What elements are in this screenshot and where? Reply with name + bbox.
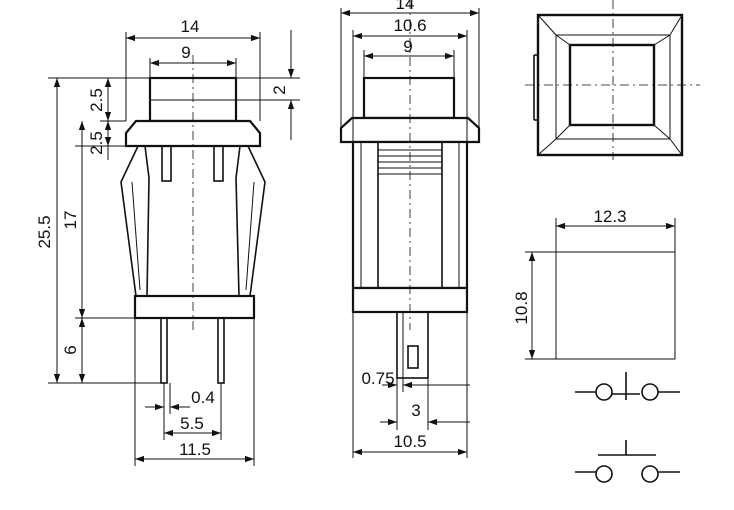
front-pin-spacing-label: 5.5 (180, 414, 204, 433)
front-width-total-label: 14 (181, 17, 200, 36)
top-view (525, 0, 700, 160)
side-width-cap-label: 9 (403, 37, 412, 56)
cutout-width-label: 12.3 (593, 207, 626, 226)
side-width-inner-label: 10.6 (393, 16, 426, 35)
front-cap-step-label: 2 (270, 85, 289, 94)
side-terminal (396, 311, 429, 379)
side-width-total-label: 14 (396, 0, 415, 13)
front-right-arm (235, 145, 266, 297)
front-width-cap-label: 9 (181, 43, 190, 62)
front-pin-left (160, 317, 168, 384)
front-height-body-label: 17 (61, 211, 80, 230)
front-pin-thickness-label: 0.4 (191, 388, 215, 407)
cutout-height-label: 10.8 (512, 291, 531, 324)
front-view (120, 55, 266, 384)
switch-symbol-nc (575, 440, 680, 483)
side-terminal-width-label: 3 (411, 401, 420, 420)
front-pin-right (217, 317, 225, 384)
front-height-flange-label: 2.5 (87, 131, 106, 155)
side-width-base-label: 10.5 (393, 432, 426, 451)
front-width-base-label: 11.5 (179, 440, 211, 459)
front-dimensions: 14 9 25.5 2.5 2.5 17 6 2 (35, 17, 300, 466)
front-height-cap-label: 2.5 (87, 88, 106, 112)
panel-cutout: 12.3 10.8 (512, 207, 676, 360)
side-dimensions: 14 10.6 9 0.75 3 10.5 (340, 0, 480, 458)
front-base (133, 294, 256, 320)
front-height-total-label: 25.5 (35, 215, 54, 248)
switch-symbol-no (575, 372, 680, 401)
cutout-rectangle (555, 251, 676, 360)
side-view (339, 0, 481, 379)
side-cap (362, 76, 456, 120)
front-height-pins-label: 6 (61, 345, 80, 354)
side-terminal-thickness-label: 0.75 (361, 369, 394, 388)
